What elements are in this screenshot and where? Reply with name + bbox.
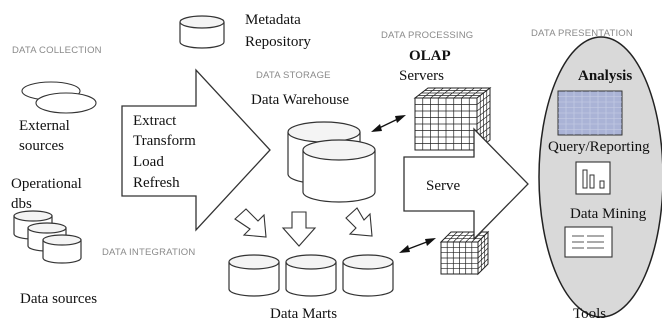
integration-arrow-right bbox=[345, 207, 373, 237]
data-warehouse-cylinders bbox=[287, 121, 376, 203]
etl-step-3: Load bbox=[133, 154, 164, 170]
operational-dbs-line1: Operational bbox=[11, 176, 82, 192]
analysis-grid-icon bbox=[557, 90, 623, 136]
marts-olap-link-arrow bbox=[399, 238, 436, 253]
label-data-presentation: DATA PRESENTATION bbox=[531, 28, 633, 39]
label-data-integration: DATA INTEGRATION bbox=[102, 247, 195, 258]
etl-arrow bbox=[121, 68, 271, 232]
integration-arrows bbox=[234, 207, 373, 247]
olap-label-line1: OLAP bbox=[409, 48, 451, 64]
query-reporting-label: Query/Reporting bbox=[548, 139, 650, 155]
metadata-repository-cylinder bbox=[179, 15, 225, 49]
document-list-icon bbox=[564, 226, 613, 258]
label-data-storage: DATA STORAGE bbox=[256, 70, 331, 81]
operational-dbs-icon bbox=[13, 210, 82, 264]
external-sources-line1: External bbox=[19, 118, 70, 134]
data-marts-label: Data Marts bbox=[270, 306, 337, 322]
etl-step-1: Extract bbox=[133, 113, 177, 129]
data-warehouse-label: Data Warehouse bbox=[251, 92, 349, 108]
etl-step-4: Refresh bbox=[133, 175, 180, 191]
operational-dbs-line2: dbs bbox=[11, 196, 32, 212]
warehouse-olap-link-arrow bbox=[371, 115, 406, 132]
data-marts-cylinders bbox=[228, 254, 394, 297]
label-data-collection: DATA COLLECTION bbox=[12, 45, 102, 56]
metadata-label-line1: Metadata bbox=[245, 12, 301, 28]
external-sources-icon bbox=[21, 81, 97, 114]
data-sources-caption: Data sources bbox=[20, 291, 97, 307]
label-data-processing: DATA PROCESSING bbox=[381, 30, 473, 41]
integration-arrow-center bbox=[281, 211, 317, 247]
analysis-label: Analysis bbox=[578, 68, 632, 84]
data-mining-label: Data Mining bbox=[570, 206, 647, 222]
etl-step-2: Transform bbox=[133, 133, 196, 149]
olap-cube-top bbox=[413, 86, 492, 152]
tools-caption: Tools bbox=[573, 306, 606, 322]
olap-cube-bottom bbox=[439, 230, 490, 276]
serve-label: Serve bbox=[426, 178, 460, 194]
bar-chart-icon bbox=[575, 161, 611, 195]
integration-arrow-left bbox=[234, 208, 267, 238]
olap-label-line2: Servers bbox=[399, 68, 444, 84]
metadata-label-line2: Repository bbox=[245, 34, 311, 50]
external-sources-line2: sources bbox=[19, 138, 64, 154]
serve-arrow bbox=[403, 127, 529, 241]
